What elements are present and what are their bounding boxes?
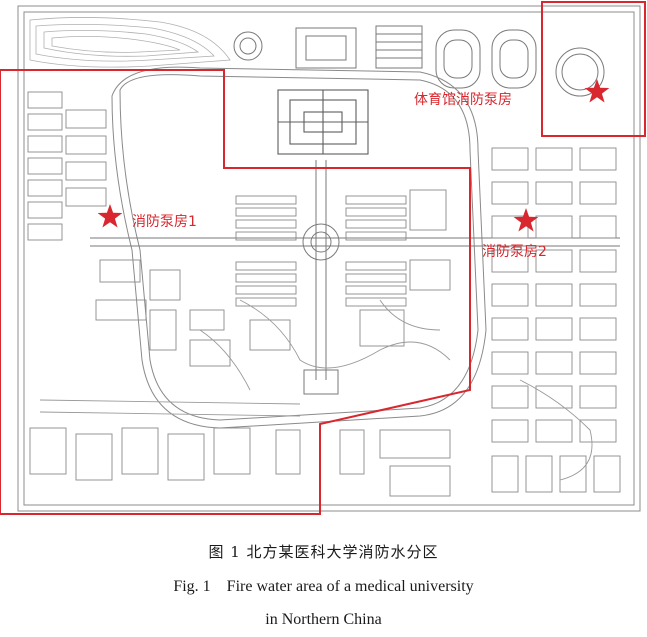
building-block <box>535 249 573 273</box>
building-block <box>235 219 297 229</box>
building-block <box>535 385 573 409</box>
building-block <box>579 351 617 375</box>
pump-star-1 <box>97 204 123 228</box>
central-axis <box>90 160 620 395</box>
zone-boundary-west <box>0 69 471 515</box>
building-block <box>235 207 297 217</box>
building-block <box>559 455 587 493</box>
building-block <box>235 231 297 241</box>
building-block <box>189 309 225 331</box>
building-block <box>491 181 529 205</box>
building-block <box>65 161 107 181</box>
ring-road <box>111 66 487 429</box>
building-block <box>389 465 451 497</box>
building-block <box>189 339 231 367</box>
caption-chinese: 图 1 北方某医科大学消防水分区 <box>208 543 439 561</box>
pump-stars <box>97 79 610 232</box>
building-block <box>345 285 407 295</box>
building-block <box>235 285 297 295</box>
zone-boundaries <box>0 1 646 515</box>
building-block <box>491 351 529 375</box>
building-block <box>525 455 553 493</box>
zone-boundary-gym <box>541 1 646 137</box>
building-block <box>235 195 297 205</box>
building-block <box>535 283 573 307</box>
pump-star-2 <box>513 208 539 232</box>
building-block <box>149 269 181 301</box>
building-block <box>359 309 405 347</box>
building-block <box>27 179 63 197</box>
building-block <box>345 207 407 217</box>
building-block <box>167 433 205 481</box>
building-block <box>579 147 617 171</box>
building-block <box>491 317 529 341</box>
building-block <box>345 297 407 307</box>
building-block <box>27 113 63 131</box>
building-block <box>579 385 617 409</box>
building-block <box>149 309 177 351</box>
building-block <box>491 147 529 171</box>
building-block <box>579 181 617 205</box>
building-block <box>491 455 519 493</box>
main-building <box>277 89 369 155</box>
building-block <box>379 429 451 459</box>
building-block <box>235 261 297 271</box>
building-block <box>345 261 407 271</box>
building-block <box>345 273 407 283</box>
building-block <box>409 189 447 231</box>
building-block <box>491 283 529 307</box>
building-block <box>535 317 573 341</box>
building-block <box>29 427 67 475</box>
building-block <box>65 135 107 155</box>
building-block <box>213 427 251 475</box>
building-block <box>345 219 407 229</box>
building-block <box>491 419 529 443</box>
building-block <box>275 429 301 475</box>
north-buildings <box>233 25 605 97</box>
building-block <box>491 385 529 409</box>
building-block <box>65 109 107 129</box>
building-block <box>27 223 63 241</box>
building-block <box>491 249 529 273</box>
building-block <box>579 419 617 443</box>
building-block <box>579 283 617 307</box>
building-block <box>27 135 63 153</box>
building-block <box>535 147 573 171</box>
campus-outline <box>17 5 641 512</box>
building-block <box>593 455 621 493</box>
building-block <box>65 187 107 207</box>
building-block <box>99 259 141 283</box>
pump-star-gym <box>584 79 610 103</box>
campus-map: 消防泵房1 消防泵房2 体育馆消防泵房 <box>0 1 646 515</box>
building-block <box>27 201 63 219</box>
building-block <box>579 249 617 273</box>
building-block <box>27 91 63 109</box>
label-pump-1: 消防泵房1 <box>132 214 197 230</box>
label-pump-gym: 体育馆消防泵房 <box>414 92 512 108</box>
caption-english-line1: Fig. 1 Fire water area of a medical univ… <box>173 578 474 595</box>
caption-english-line2: in Northern China <box>265 611 382 628</box>
building-block <box>235 273 297 283</box>
building-block <box>121 427 159 475</box>
building-block <box>95 299 147 321</box>
building-block <box>235 297 297 307</box>
building-block <box>345 231 407 241</box>
building-block <box>339 429 365 475</box>
building-block <box>535 215 573 239</box>
building-block <box>535 181 573 205</box>
building-block <box>579 215 617 239</box>
building-blocks <box>27 91 621 497</box>
building-block <box>75 433 113 481</box>
south-paths <box>39 299 593 481</box>
building-block <box>579 317 617 341</box>
building-block <box>27 157 63 175</box>
hill-area <box>29 17 231 68</box>
building-block <box>345 195 407 205</box>
building-block <box>409 259 451 291</box>
label-pump-2: 消防泵房2 <box>482 244 547 260</box>
building-block <box>535 419 573 443</box>
building-block <box>535 351 573 375</box>
